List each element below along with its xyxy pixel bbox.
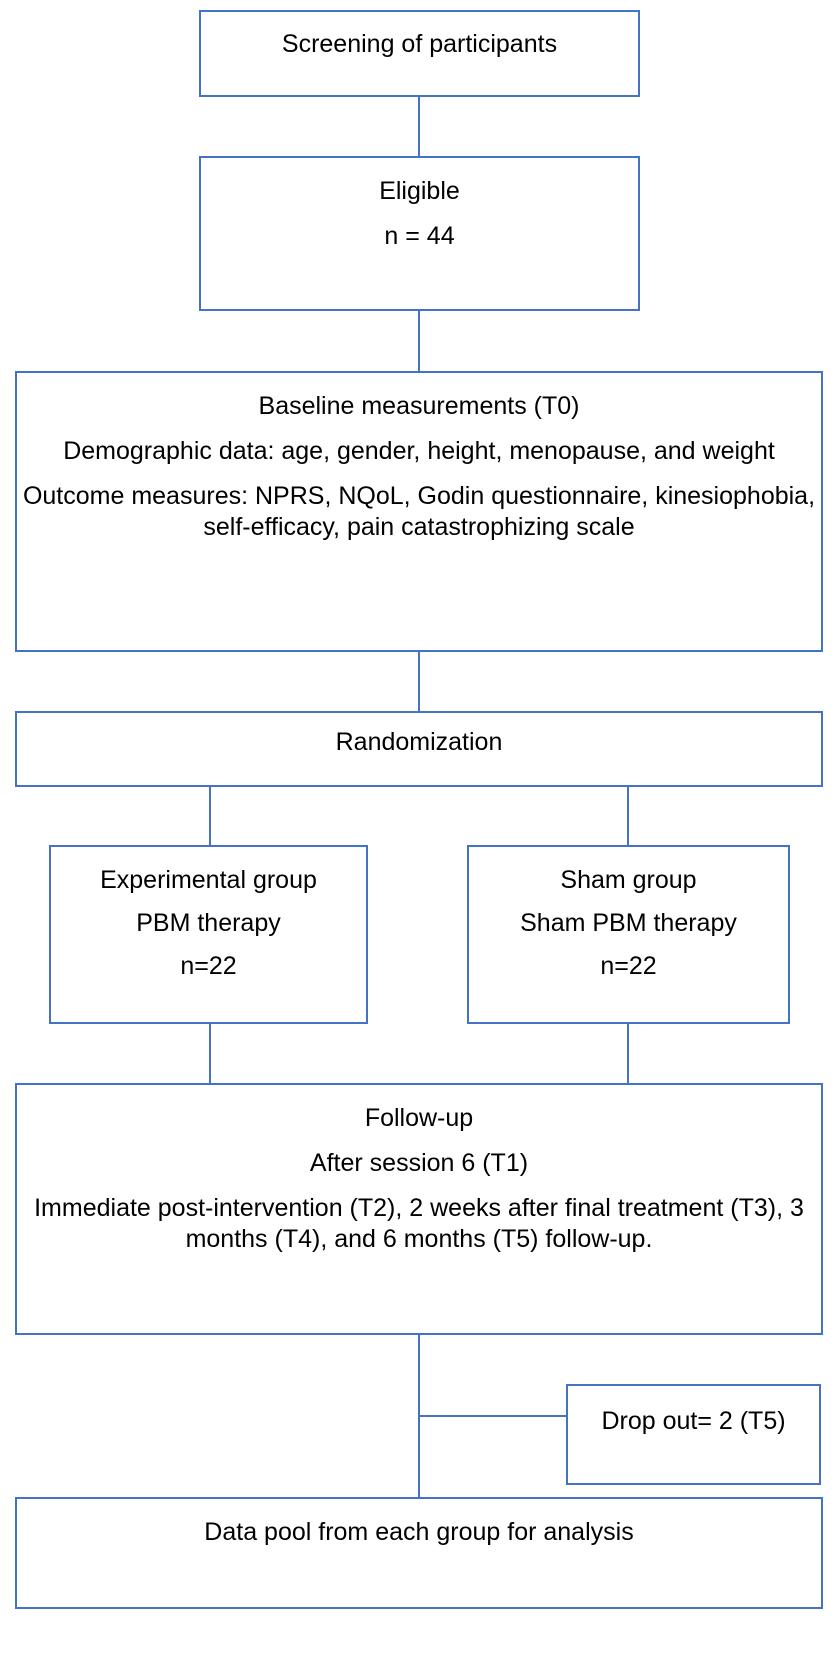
data-pool-label: Data pool from each group for analysis xyxy=(204,1518,634,1546)
followup-after-session: After session 6 (T1) xyxy=(309,1149,529,1177)
sham-count: n=22 xyxy=(600,952,657,980)
dropout-label: Drop out= 2 (T5) xyxy=(601,1407,786,1435)
dropout-box: Drop out= 2 (T5) xyxy=(566,1384,821,1485)
sham-therapy: Sham PBM therapy xyxy=(520,909,737,937)
randomization-box: Randomization xyxy=(15,711,823,787)
followup-box: Follow-up After session 6 (T1) Immediate… xyxy=(15,1083,823,1335)
baseline-outcomes: Outcome measures: NPRS, NQoL, Godin ques… xyxy=(22,482,816,541)
sham-group-box: Sham group Sham PBM therapy n=22 xyxy=(467,845,790,1024)
followup-details: Immediate post-intervention (T2), 2 week… xyxy=(34,1194,804,1253)
screening-box: Screening of participants xyxy=(199,10,640,97)
experimental-title: Experimental group xyxy=(100,866,317,894)
randomization-label: Randomization xyxy=(335,728,503,756)
screening-label: Screening of participants xyxy=(281,30,558,58)
experimental-group-box: Experimental group PBM therapy n=22 xyxy=(49,845,368,1024)
data-pool-box: Data pool from each group for analysis xyxy=(15,1497,823,1609)
baseline-title: Baseline measurements (T0) xyxy=(258,392,580,420)
baseline-demographic: Demographic data: age, gender, height, m… xyxy=(63,437,775,465)
baseline-box: Baseline measurements (T0) Demographic d… xyxy=(15,371,823,652)
eligible-count: n = 44 xyxy=(384,222,455,250)
eligible-label: Eligible xyxy=(379,177,460,205)
sham-title: Sham group xyxy=(560,866,697,894)
experimental-count: n=22 xyxy=(180,952,237,980)
followup-title: Follow-up xyxy=(364,1104,474,1132)
eligible-box: Eligible n = 44 xyxy=(199,156,640,311)
experimental-therapy: PBM therapy xyxy=(136,909,281,937)
